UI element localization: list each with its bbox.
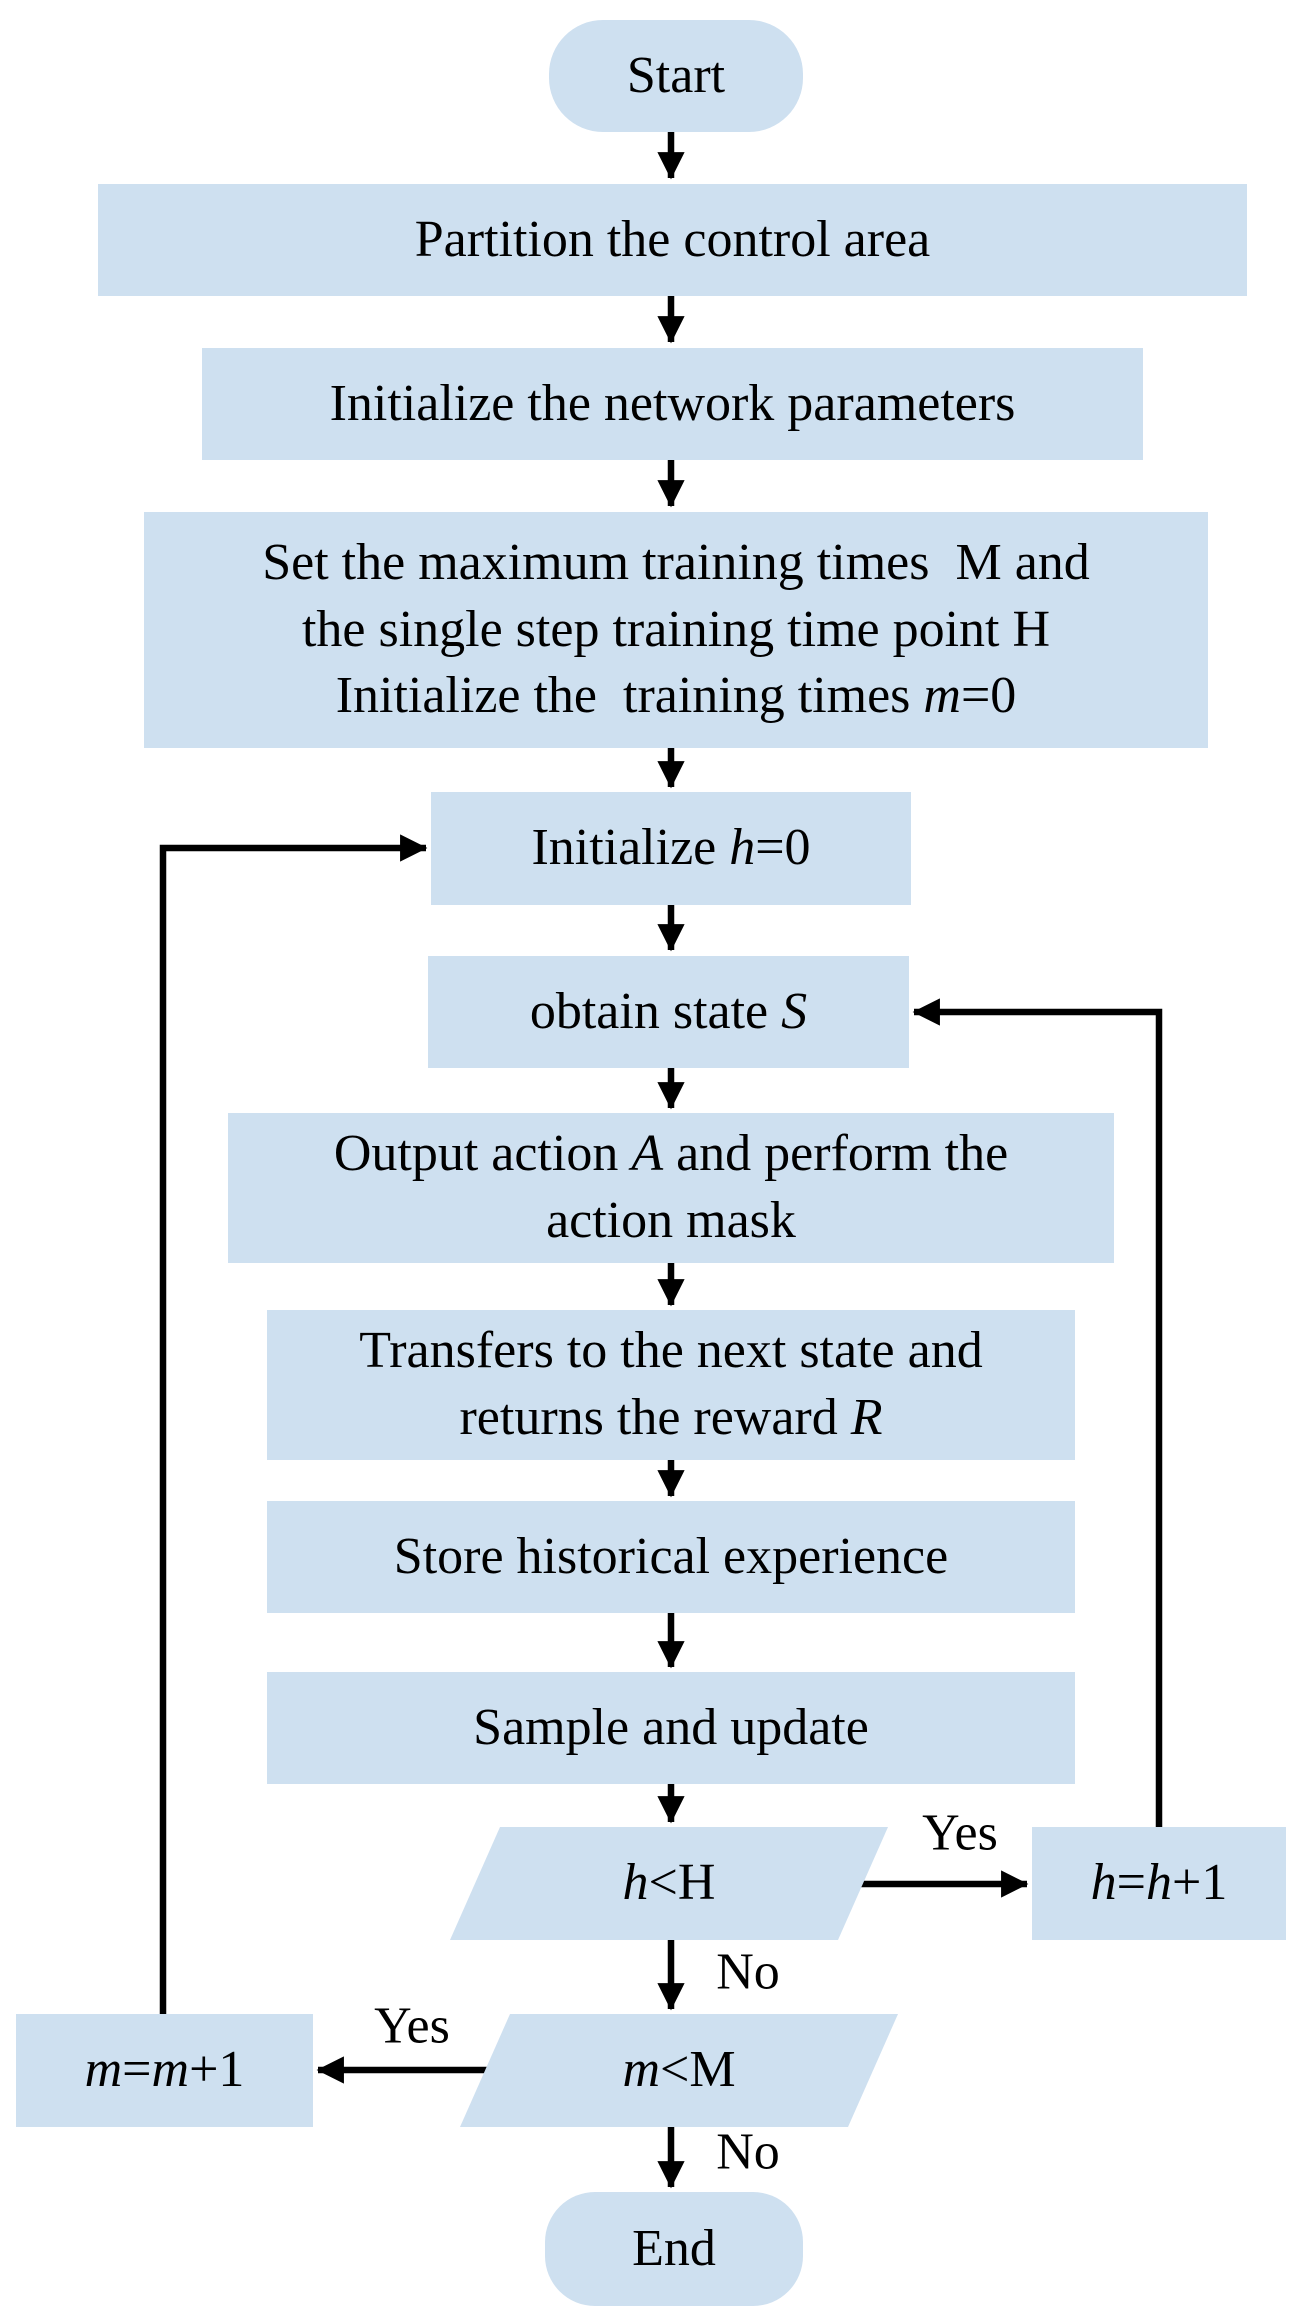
connector-h1-loop-to-obtain [912,998,1163,1827]
node-store-experience: Store historical experience [267,1501,1075,1613]
node-m-increment: m=m+1 [16,2014,313,2127]
node-start: Start [549,20,803,132]
node-end: End [545,2192,803,2306]
edge-label-m-no: No [716,2123,780,2181]
node-sample-and-update: Sample and update [267,1672,1075,1784]
node-partition-control-area: Partition the control area [98,184,1247,296]
edge-label-m-yes: Yes [374,1997,450,2055]
node-initialize-network-parameters: Initialize the network parameters [202,348,1143,460]
node-decision-h-lt-H: h<H [450,1827,888,1940]
node-decision-m-lt-M: m<M [460,2014,898,2127]
edge-label-h-yes: Yes [922,1804,998,1862]
connector-m1-loop-to-inith [159,834,428,2014]
node-h-increment: h=h+1 [1032,1827,1286,1940]
node-obtain-state: obtain state S [428,956,909,1068]
node-initialize-h: Initialize h=0 [431,792,911,905]
edge-label-h-no: No [716,1943,780,2001]
